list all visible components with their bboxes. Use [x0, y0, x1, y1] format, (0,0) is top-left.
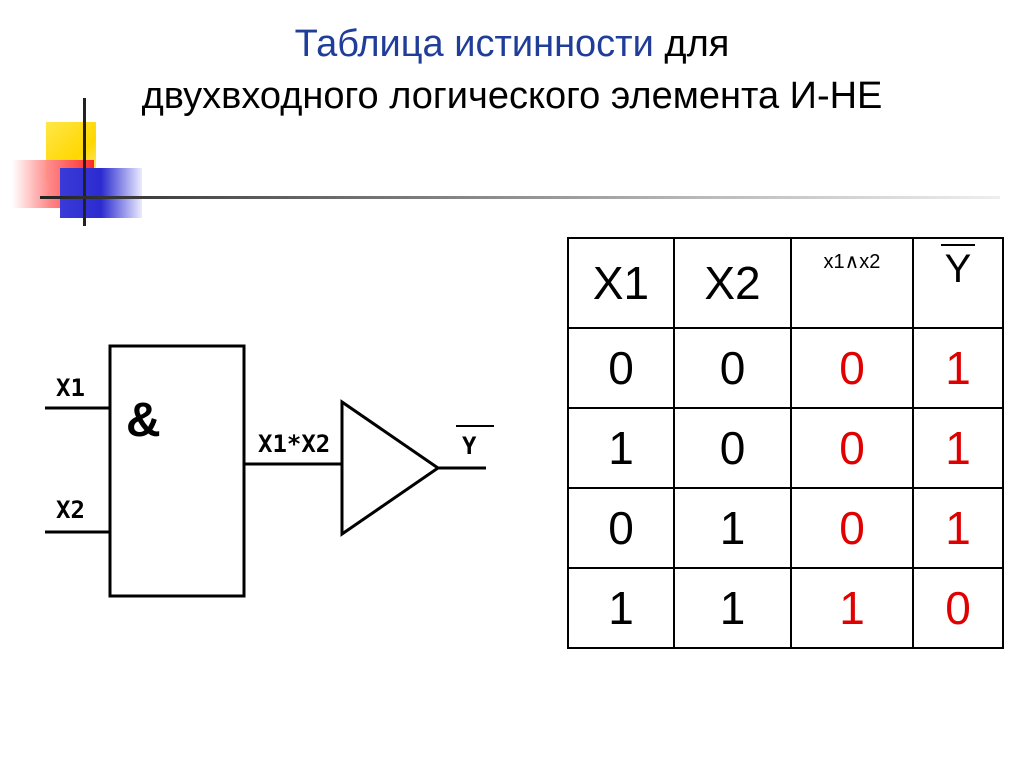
header-y-label: Y — [940, 244, 976, 292]
slide-title: Таблица истинности для двухвходного логи… — [0, 18, 1024, 122]
cell-x2: 0 — [673, 327, 792, 409]
decor-blue-bar — [60, 168, 142, 218]
output-label: Y — [462, 432, 477, 460]
title-highlight: Таблица истинности — [294, 23, 654, 65]
decor-vertical-line — [83, 98, 86, 226]
title-line-1: Таблица истинности для — [0, 18, 1024, 70]
table-row: 0 0 0 1 — [567, 327, 1004, 409]
cell-x2: 1 — [673, 487, 792, 569]
decor-horizontal-line — [40, 196, 1000, 199]
cell-x1: 1 — [567, 407, 675, 489]
title-line-2: двухвходного логического элемента И-НЕ — [141, 75, 883, 117]
table-row: 1 1 1 0 — [567, 567, 1004, 649]
and-symbol: & — [126, 394, 161, 447]
cell-x1: 1 — [567, 567, 675, 649]
header-x1: X1 — [567, 237, 675, 329]
cell-and: 0 — [790, 407, 914, 489]
header-x2: X2 — [673, 237, 792, 329]
cell-and: 0 — [790, 327, 914, 409]
title-suffix: для — [664, 23, 730, 65]
and-block — [108, 344, 246, 598]
cell-x2: 1 — [673, 567, 792, 649]
cell-x1: 0 — [567, 327, 675, 409]
cell-y: 0 — [912, 567, 1004, 649]
cell-x1: 0 — [567, 487, 675, 569]
cell-and: 1 — [790, 567, 914, 649]
table-header-row: X1 X2 x1∧x2 Y — [567, 237, 1004, 329]
cell-y: 1 — [912, 327, 1004, 409]
intermediate-label: X1*X2 — [258, 430, 330, 458]
header-y: Y — [912, 237, 1004, 329]
table-row: 1 0 0 1 — [567, 407, 1004, 489]
truth-table: X1 X2 x1∧x2 Y 0 0 0 1 1 0 0 1 0 1 0 1 1 … — [567, 237, 1004, 649]
cell-y: 1 — [912, 487, 1004, 569]
cell-and: 0 — [790, 487, 914, 569]
nand-gate-diagram: X1 X2 & X1*X2 Y — [45, 344, 494, 598]
header-and: x1∧x2 — [790, 237, 914, 329]
table-row: 0 1 0 1 — [567, 487, 1004, 569]
input2-label: X2 — [56, 496, 85, 524]
input1-label: X1 — [56, 374, 85, 402]
inverter-triangle — [340, 399, 441, 537]
cell-y: 1 — [912, 407, 1004, 489]
cell-x2: 0 — [673, 407, 792, 489]
